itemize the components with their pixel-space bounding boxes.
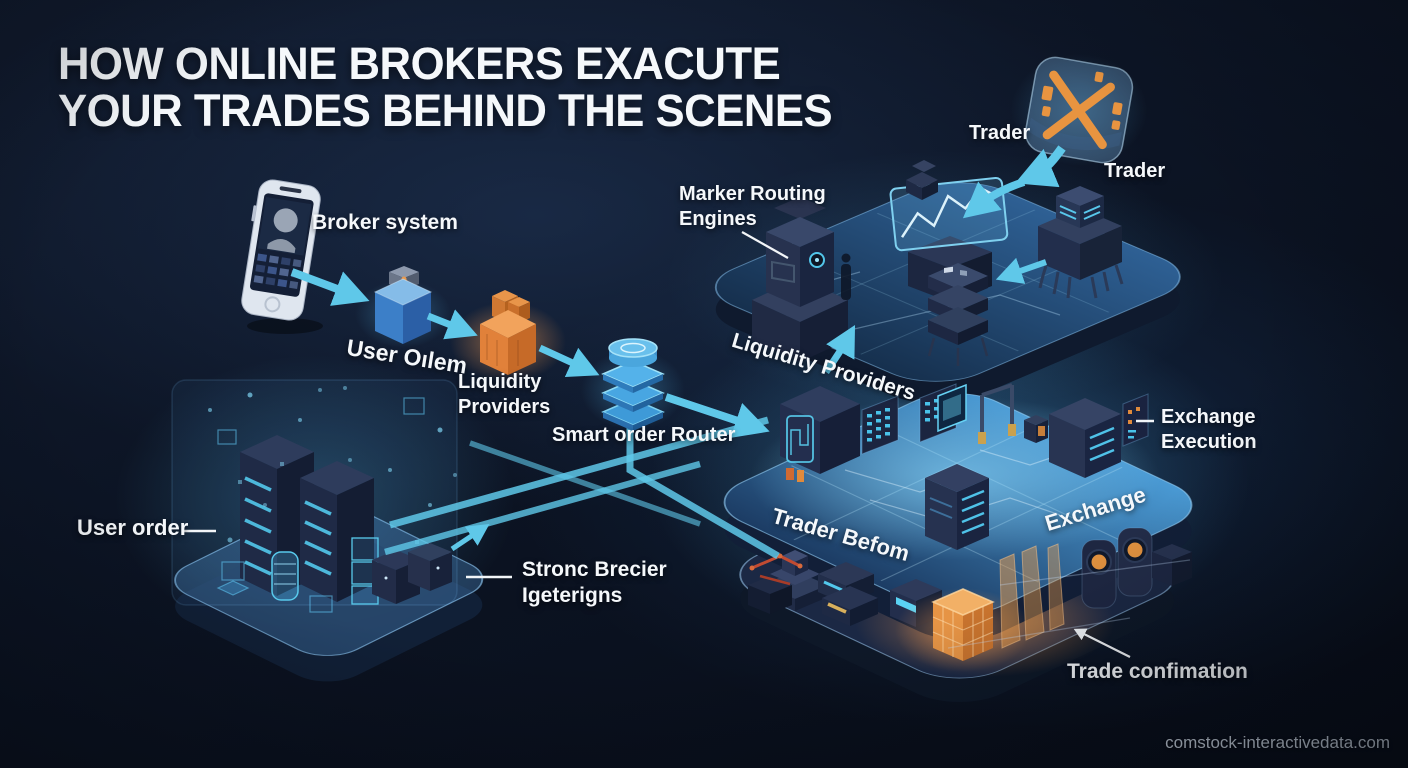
title-line1: HOW ONLINE BROKERS EXACUTE — [58, 38, 781, 89]
holo-cylinder-icon — [271, 551, 299, 601]
title-line2: YOUR TRADES BEHIND THE SCENES — [58, 85, 833, 136]
exchange-tower-icon — [925, 464, 989, 550]
smart-order-router-icon — [581, 338, 685, 431]
trader-right-label: Trader — [1104, 160, 1166, 182]
watermark: comstock-interactivedata.com — [1165, 733, 1390, 752]
user-order-cube-icon — [355, 266, 451, 348]
market-routing-label: Marker Routing Engines — [679, 183, 826, 230]
strong-broker-label: Stronc Brecier Igeterigns — [522, 558, 667, 607]
page-title: HOW ONLINE BROKERS EXACUTE YOUR TRADES B… — [58, 38, 833, 136]
trader-top-label: Trader — [969, 122, 1031, 144]
small-terminal-icon — [1024, 415, 1048, 443]
exchange-execution-label: Exchange Execution — [1161, 406, 1257, 453]
dark-cube-right — [1152, 544, 1192, 586]
liquidity-cube-icon — [450, 290, 566, 382]
trader-cube-icon — [1011, 54, 1147, 166]
smart-order-router-label: Smart order Router — [552, 424, 736, 446]
broker-system-label: Broker system — [312, 211, 458, 234]
trade-confirmation-label: Trade confimation — [1067, 660, 1248, 683]
trader-figure — [841, 253, 851, 300]
exchange-tower-right-icon — [1049, 398, 1121, 478]
user-order-label: User order — [77, 515, 189, 540]
liquidity-providers-label: Liquidity Providers — [458, 371, 551, 418]
smartphone-icon — [241, 179, 323, 334]
